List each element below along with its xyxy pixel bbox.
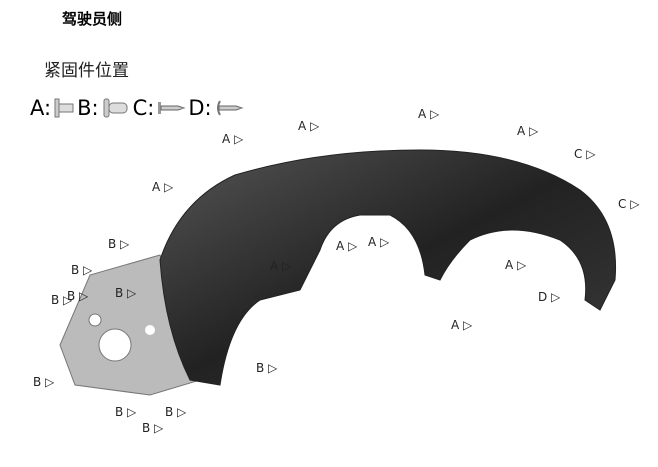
legend-label-c: C: [132, 96, 155, 120]
legend-label-a: A: [30, 96, 52, 120]
clip-a-icon [54, 98, 74, 118]
fender-liner [159, 149, 617, 386]
callout-b: B ▷ [165, 405, 187, 419]
clip-b-icon [103, 98, 128, 118]
callout-d: D ▷ [538, 290, 561, 304]
screw-c-icon [158, 102, 186, 114]
callout-a: A ▷ [152, 180, 174, 194]
screw-d-icon [216, 100, 244, 116]
callout-a: A ▷ [418, 107, 440, 121]
callout-b: B ▷ [256, 361, 278, 375]
callout-b: B ▷ [115, 405, 137, 419]
callout-c: C ▷ [574, 147, 596, 161]
legend-label-d: D: [188, 96, 212, 120]
legend-label-b: B: [77, 96, 99, 120]
callout-a: A ▷ [270, 259, 292, 273]
callout-a: A ▷ [517, 124, 539, 138]
callout-b: B ▷ [51, 293, 73, 307]
callout-b: B ▷ [115, 286, 137, 300]
callout-b: B ▷ [71, 263, 93, 277]
callout-a: A ▷ [336, 239, 358, 253]
callout-c: C ▷ [618, 197, 640, 211]
callout-a: A ▷ [222, 132, 244, 146]
callout-a: A ▷ [298, 119, 320, 133]
callout-a: A ▷ [505, 258, 527, 272]
callout-b: B ▷ [33, 375, 55, 389]
callout-a: A ▷ [368, 235, 390, 249]
callout-b: B ▷ [67, 289, 89, 303]
callout-b: B ▷ [108, 237, 130, 251]
section-subtitle: 紧固件位置 [44, 61, 129, 81]
callout-a: A ▷ [451, 318, 473, 332]
page-title: 驾驶员侧 [62, 10, 123, 28]
callout-b: B ▷ [142, 421, 164, 435]
fastener-legend: A: B: C: D: [30, 96, 246, 120]
